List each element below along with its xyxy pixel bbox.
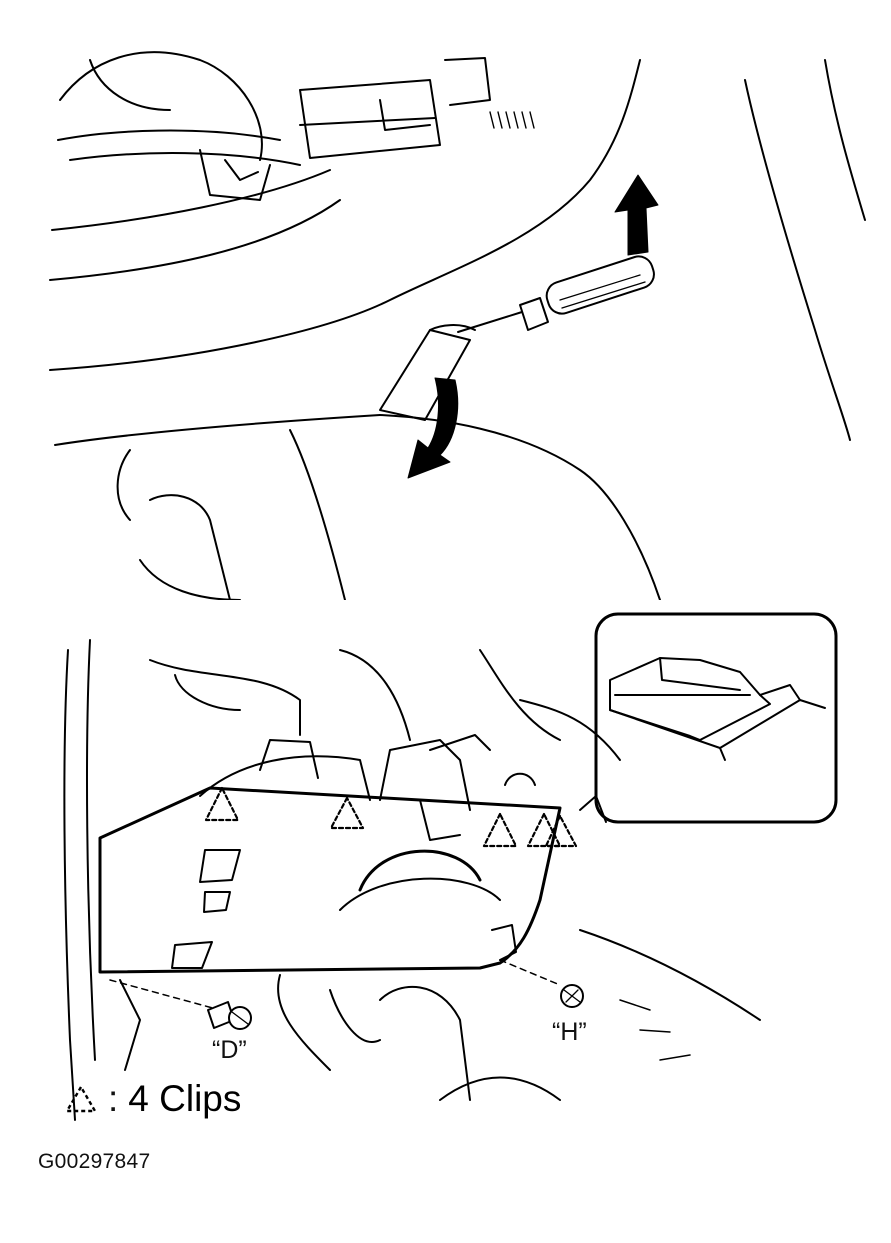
clip-marker — [204, 786, 240, 822]
screwdriver-icon — [457, 255, 655, 333]
clip-marker — [329, 796, 365, 830]
clip-marker — [526, 812, 562, 848]
legend: : 4 Clips — [64, 1078, 241, 1120]
bolt-h-icon — [560, 984, 584, 1008]
figure-id: G00297847 — [38, 1150, 151, 1173]
legend-text: 4 Clips — [128, 1078, 242, 1119]
bolt-d-icon — [207, 1001, 252, 1030]
arrow-curved-down-icon — [407, 377, 459, 479]
bolt-h-label: “H” — [552, 1018, 587, 1046]
dashed-triangle-icon — [64, 1084, 98, 1113]
bottom-illustration — [63, 612, 838, 1121]
arrow-up-icon — [614, 174, 659, 256]
top-illustration — [49, 51, 866, 600]
clip-marker — [544, 814, 578, 848]
clip-marker — [482, 812, 518, 848]
bolt-d-label: “D” — [212, 1036, 247, 1064]
